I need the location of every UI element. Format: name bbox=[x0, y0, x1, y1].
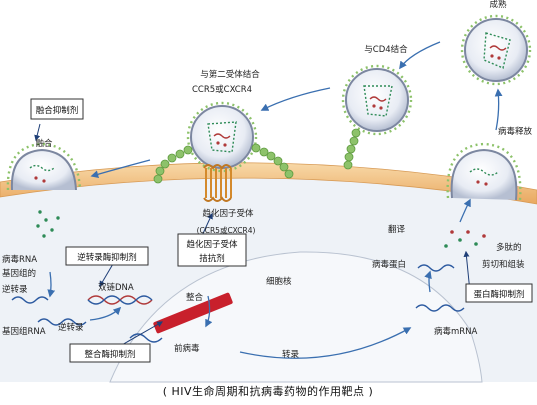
label-viral-rna: 病毒RNA bbox=[2, 254, 37, 265]
label-cd4-binding: 与CD4结合 bbox=[364, 44, 408, 55]
label-integration: 整合 bbox=[186, 292, 204, 303]
viral-protein-strand bbox=[417, 264, 455, 272]
label-viral-protein: 病毒蛋白 bbox=[372, 259, 406, 270]
label-genome-group: 基因组的 bbox=[2, 268, 36, 279]
label-reverse-transcription-1: 逆转录 bbox=[2, 284, 28, 295]
protease-inhibitor-label: 蛋白酶抑制剂 bbox=[473, 289, 524, 300]
cell-membrane bbox=[0, 162, 537, 205]
nucleus bbox=[109, 251, 483, 383]
label-cleave-assemble: 剪切和组装 bbox=[482, 259, 525, 270]
viral-mrna-strand bbox=[415, 304, 465, 312]
label-transcription: 转录 bbox=[282, 349, 300, 360]
label-mature: 成熟 bbox=[489, 0, 507, 10]
rt-inhibitor-box: 逆转录酶抑制剂 bbox=[65, 246, 149, 266]
rt-inhibitor-label: 逆转录酶抑制剂 bbox=[77, 252, 137, 263]
label-second-receptor: 与第二受体结合 bbox=[200, 69, 260, 80]
label-dsdna: 双链DNA bbox=[98, 282, 134, 293]
label-chemokine-receptor: 趋化因子受体 bbox=[202, 208, 254, 219]
virus-mature bbox=[460, 14, 532, 86]
label-genomic-rna: 基因组RNA bbox=[2, 326, 46, 337]
viral-rna-strand bbox=[11, 296, 49, 304]
fusion-inhibitor-box: 融合抑制剂 bbox=[30, 98, 84, 120]
virus-cd4-binding bbox=[341, 64, 413, 136]
integrase-inhibitor-box: 整合酶抑制剂 bbox=[69, 343, 151, 363]
integrated-provirus bbox=[129, 292, 233, 343]
label-polypeptide: 多肽的 bbox=[496, 242, 522, 253]
label-provirus: 前病毒 bbox=[174, 343, 200, 354]
virus-second-receptor bbox=[186, 101, 258, 173]
integrase-inhibitor-label: 整合酶抑制剂 bbox=[84, 349, 135, 360]
viral-protein-dots bbox=[444, 230, 486, 248]
label-ccr5-cxcr4-paren: (CCR5或CXCR4) bbox=[197, 225, 256, 235]
figure-caption: ( HIV生命周期和抗病毒药物的作用靶点 ) bbox=[163, 384, 374, 398]
cd4-receptor-chain bbox=[343, 128, 361, 170]
label-translation: 翻译 bbox=[388, 225, 406, 235]
cd4-chain-left bbox=[153, 145, 193, 184]
label-reverse-transcription-2: 逆转录 bbox=[58, 322, 84, 333]
chemokine-antagonist-label-2: 拮抗剂 bbox=[199, 253, 225, 264]
label-virus-release: 病毒释放 bbox=[498, 126, 533, 137]
lifecycle-arrows bbox=[47, 41, 503, 359]
chemokine-antagonist-label-1: 趋化因子受体 bbox=[186, 239, 238, 250]
label-fusion: 融合 bbox=[35, 138, 53, 149]
label-ccr5-cxcr4-top: CCR5或CXCR4 bbox=[192, 84, 252, 95]
virus-fusion bbox=[6, 142, 82, 191]
cd4-chain-right bbox=[251, 143, 294, 179]
protease-inhibitor-box: 蛋白酶抑制剂 bbox=[465, 283, 533, 303]
label-viral-mrna: 病毒mRNA bbox=[434, 326, 478, 337]
virus-budding bbox=[446, 142, 522, 201]
released-viral-rna bbox=[36, 210, 60, 238]
genomic-rna-strand bbox=[37, 318, 87, 326]
chemokine-antagonist-box: 趋化因子受体 拮抗剂 bbox=[177, 233, 247, 267]
chemokine-receptor bbox=[203, 164, 232, 202]
dsdna-helix bbox=[87, 295, 153, 305]
fusion-inhibitor-label: 融合抑制剂 bbox=[36, 105, 79, 116]
label-nucleus: 细胞核 bbox=[266, 276, 292, 287]
